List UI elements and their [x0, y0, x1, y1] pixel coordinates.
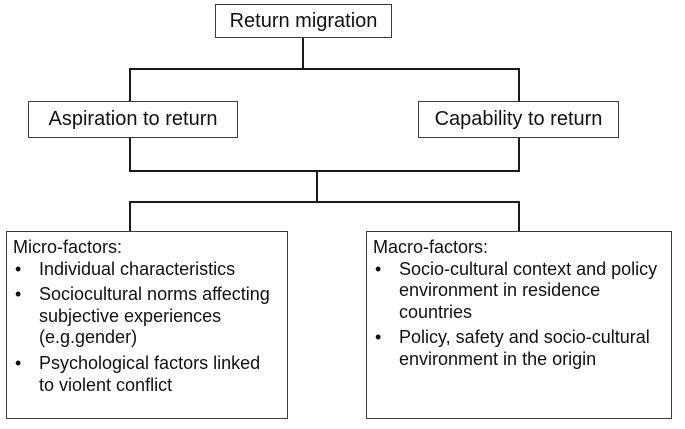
list-item-text: Individual characteristics [39, 258, 236, 279]
list-item: • Sociocultural norms affecting subjecti… [13, 284, 277, 349]
aspiration-to-return-label: Aspiration to return [48, 108, 218, 130]
micro-factors-box: Micro-factors: • Individual characterist… [6, 231, 288, 419]
return-migration-label: Return migration [229, 9, 378, 32]
list-item-text: Sociocultural norms affecting subjective… [39, 284, 270, 348]
list-item: • Individual characteristics [13, 259, 277, 281]
bullet-icon: • [15, 352, 22, 373]
macro-factors-title: Macro-factors: [373, 237, 489, 257]
list-item-text: Policy, safety and socio-cultural enviro… [399, 327, 650, 369]
bullet-icon: • [375, 327, 382, 348]
list-item: • Psychological factors linked to violen… [13, 353, 277, 396]
list-item-text: Psychological factors linked to violent … [39, 352, 261, 395]
macro-factors-list: • Socio-cultural context and policy envi… [373, 259, 661, 371]
bullet-icon: • [15, 284, 22, 305]
list-item: • Socio-cultural context and policy envi… [373, 259, 661, 324]
capability-to-return-label: Capability to return [434, 108, 603, 130]
macro-factors-box: Macro-factors: • Socio-cultural context … [366, 231, 672, 419]
aspiration-to-return-box: Aspiration to return [28, 101, 238, 138]
bullet-icon: • [15, 258, 22, 279]
return-migration-box: Return migration [215, 4, 392, 38]
micro-factors-list: • Individual characteristics • Sociocult… [13, 259, 277, 397]
capability-to-return-box: Capability to return [418, 101, 619, 138]
micro-factors-title: Micro-factors: [13, 237, 123, 257]
bullet-icon: • [375, 258, 382, 279]
list-item-text: Socio-cultural context and policy enviro… [399, 258, 658, 322]
list-item: • Policy, safety and socio-cultural envi… [373, 327, 661, 370]
